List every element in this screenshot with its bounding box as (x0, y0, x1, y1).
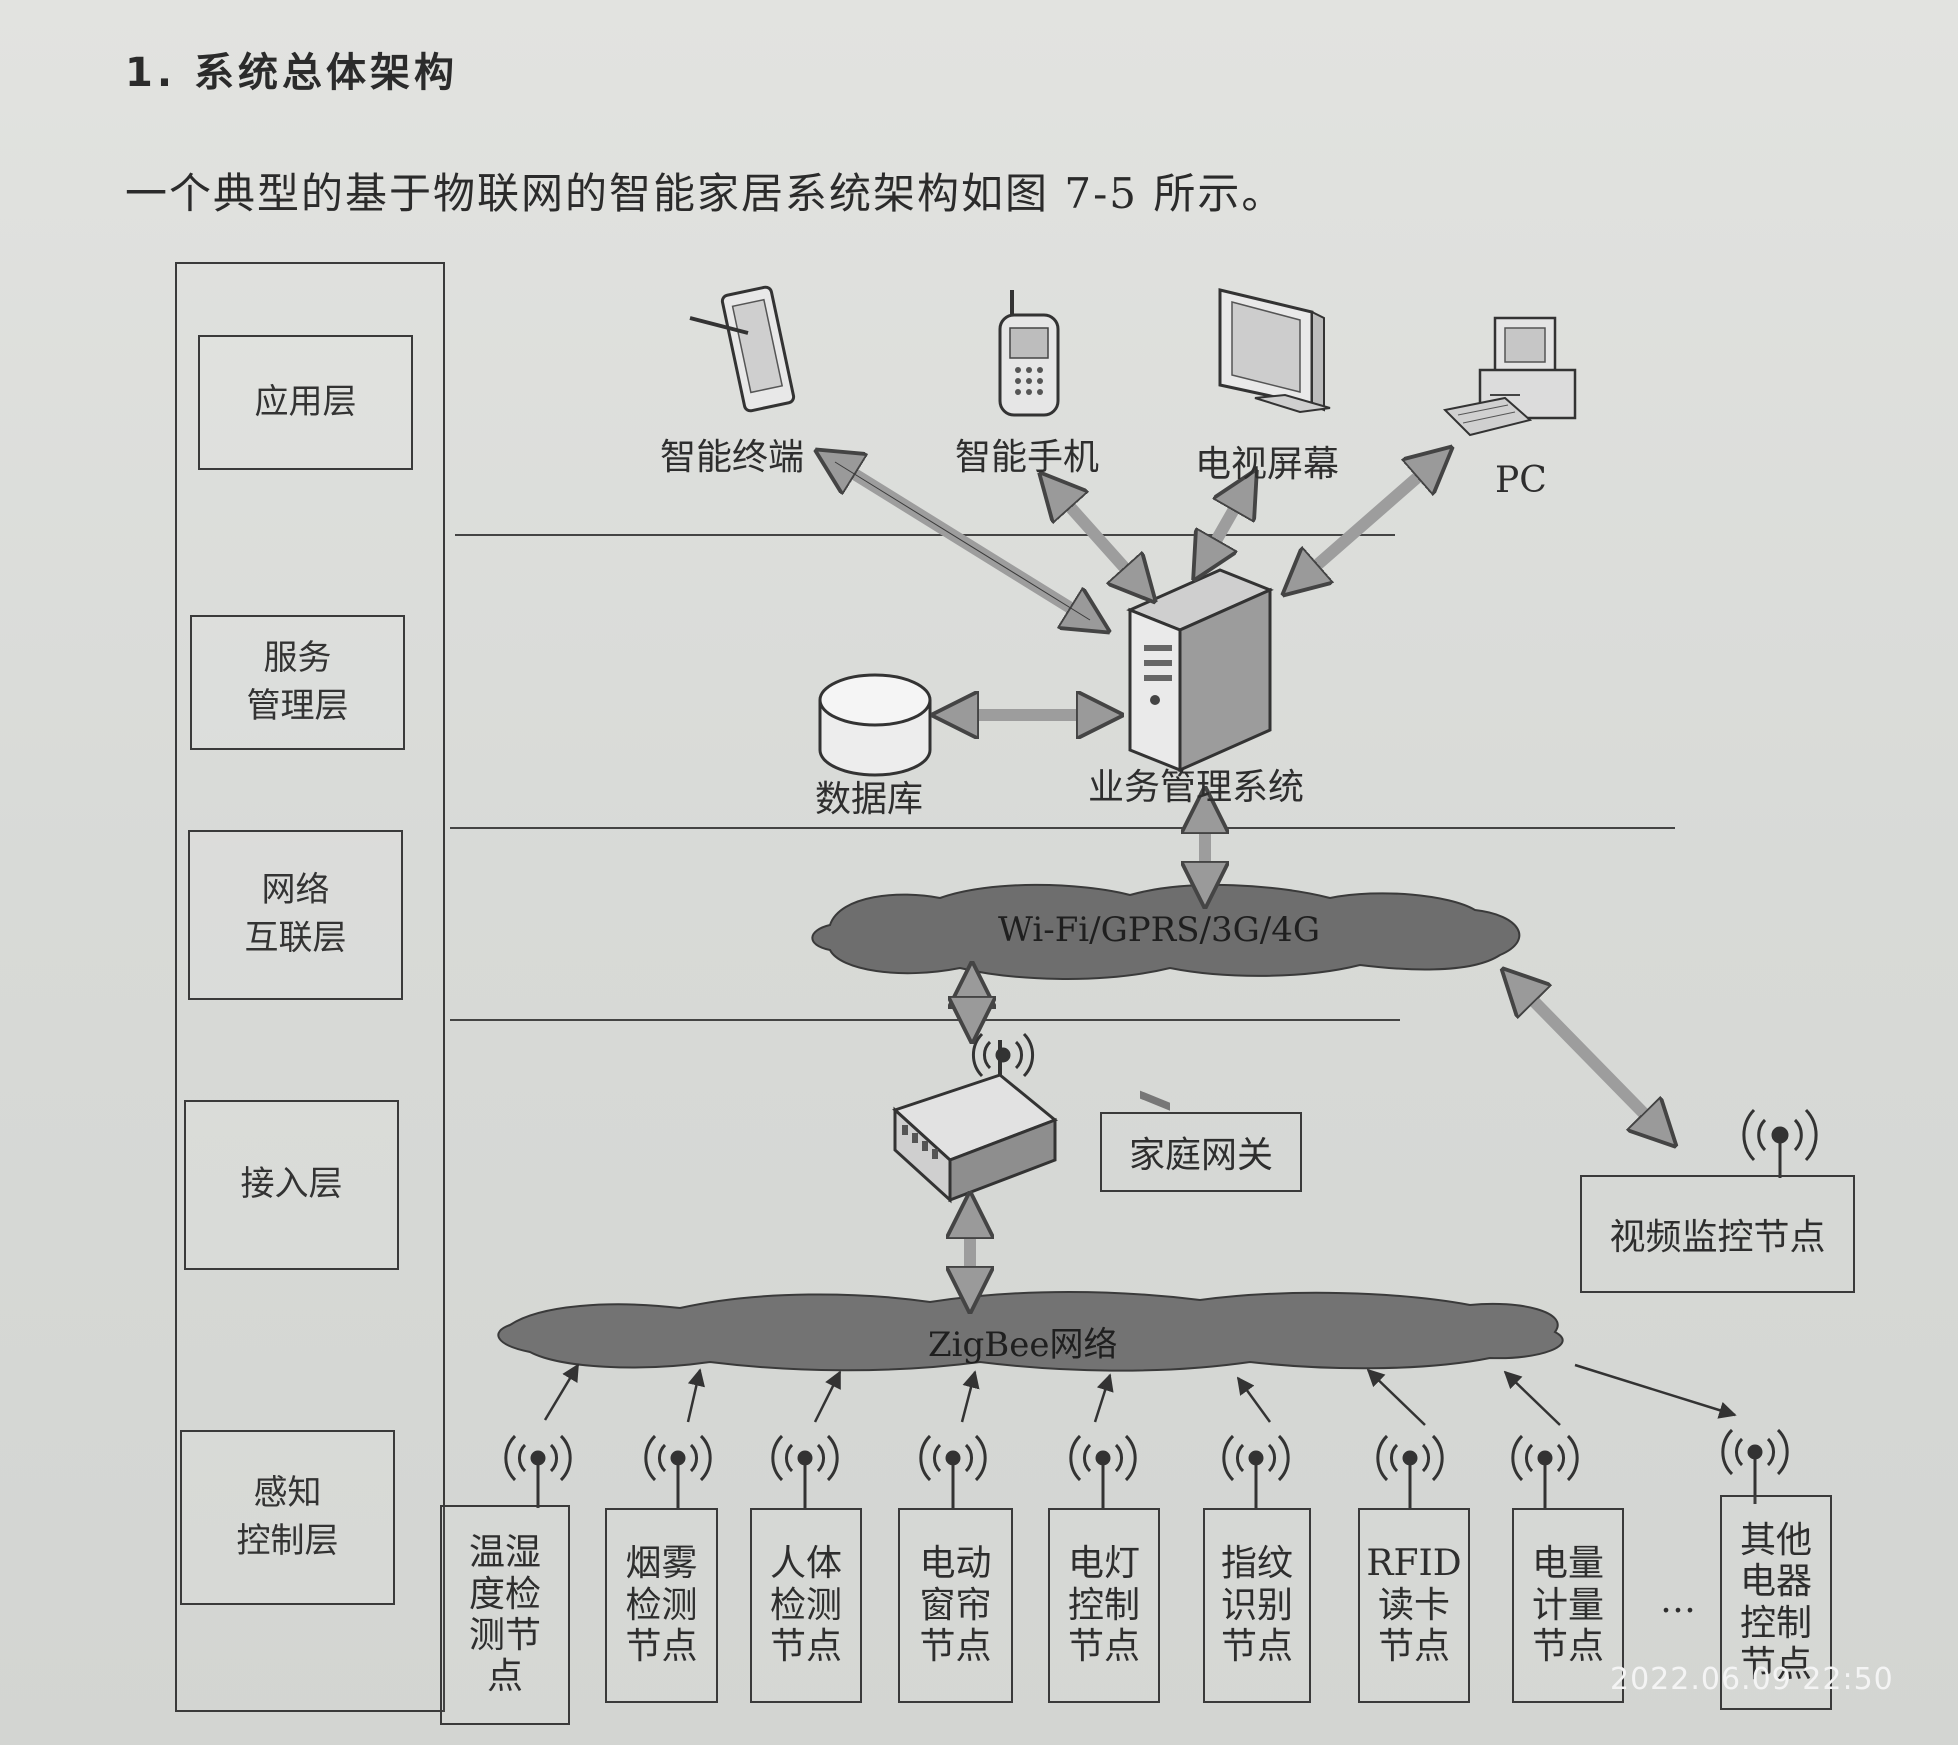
database-label: 数据库 (815, 779, 924, 820)
node-antenna-icon (1069, 1434, 1137, 1508)
layer-sensing-label: 感知 控制层 (236, 1472, 339, 1561)
zigbee-network-label: ZigBee网络 (928, 1325, 1118, 1365)
arrow-phone-server (1055, 490, 1140, 585)
intro-paragraph: 一个典型的基于物联网的智能家居系统架构如图 7-5 所示。 (125, 169, 1286, 218)
home-gateway-label: 家庭网关 (1128, 1135, 1273, 1176)
gateway-antenna-icon (971, 1032, 1035, 1078)
node-label: 其他 电器 控制 节点 (1739, 1519, 1812, 1685)
layer-access: 接入层 (184, 1100, 399, 1270)
section-heading: 1. 系统总体架构 (125, 50, 458, 96)
node-label: 烟雾 检测 节点 (625, 1543, 698, 1668)
node-antenna-icon (771, 1434, 839, 1508)
arrow-node-zigbee (543, 1363, 580, 1421)
layer-sensing-control: 感知 控制层 (180, 1430, 395, 1605)
ellipsis-label: … (1660, 1580, 1696, 1621)
home-gateway-icon (892, 1040, 1058, 1204)
layer-application-label: 应用层 (254, 381, 357, 422)
arrow-tv-server (1205, 490, 1245, 560)
terminal-label: 智能终端 (660, 437, 805, 478)
arrow-node-zigbee (960, 1370, 980, 1423)
node-label: 电动 窗帘 节点 (919, 1543, 992, 1668)
node-label: RFID 读卡 节点 (1366, 1543, 1462, 1668)
pc-icon (1442, 316, 1577, 437)
photo-timestamp: 2022.06.09 22:50 (1610, 1662, 1894, 1697)
business-system-label: 业务管理系统 (1088, 767, 1305, 808)
node-power-metering: 电量 计量 节点 (1512, 1508, 1624, 1703)
node-label: 电灯 控制 节点 (1067, 1543, 1140, 1668)
layer-network-label: 网络 互联层 (244, 870, 347, 958)
layer-column-frame (175, 262, 445, 1712)
database-icon (818, 673, 932, 777)
node-label: 指纹 识别 节点 (1220, 1543, 1293, 1668)
layer-service-label: 服务 管理层 (246, 637, 349, 726)
node-antenna-icon (919, 1434, 987, 1508)
tablet-icon (689, 285, 796, 413)
mobile-phone-icon (998, 290, 1060, 417)
sensor-node-human-detect: 人体 检测 节点 (750, 1508, 862, 1703)
node-rfid-reader: RFID 读卡 节点 (1358, 1508, 1470, 1703)
arrow-pc-server (1300, 462, 1435, 580)
node-fingerprint: 指纹 识别 节点 (1203, 1508, 1311, 1703)
layer-access-label: 接入层 (240, 1164, 343, 1205)
node-label: 温湿 度检 测节 点 (468, 1532, 541, 1698)
tv-label: 电视屏幕 (1195, 444, 1340, 485)
phone-label: 智能手机 (955, 437, 1100, 478)
node-electric-curtain: 电动 窗帘 节点 (898, 1508, 1013, 1703)
home-gateway-box: 家庭网关 (1100, 1112, 1302, 1192)
video-monitor-node-box: 视频监控节点 (1580, 1175, 1855, 1293)
node-other-appliance: 其他 电器 控制 节点 (1720, 1495, 1832, 1710)
video-node-antenna-icon (1742, 1108, 1818, 1178)
arrow-node-zigbee (686, 1368, 705, 1423)
tv-screen-icon (1218, 288, 1331, 414)
node-antenna-icon (1511, 1434, 1579, 1508)
sensor-node-temp-humidity: 温湿 度检 测节 点 (440, 1505, 570, 1725)
arrow-node-zigbee (1503, 1370, 1561, 1426)
node-label: 电量 计量 节点 (1531, 1543, 1604, 1668)
node-antenna-icon (1376, 1434, 1444, 1508)
zigbee-network-cloud (497, 1291, 1564, 1372)
layer-application: 应用层 (198, 335, 413, 470)
server-icon (1126, 568, 1274, 1111)
pc-label: PC (1495, 460, 1547, 501)
arrow-node-zigbee (813, 1370, 842, 1423)
layer-network: 网络 互联层 (188, 830, 403, 1000)
node-antenna-icon (644, 1434, 712, 1508)
node-antennas (504, 1428, 1789, 1508)
node-light-control: 电灯 控制 节点 (1048, 1508, 1160, 1703)
arrow-wifi-video (1518, 985, 1660, 1130)
sensor-node-smoke: 烟雾 检测 节点 (605, 1508, 718, 1703)
arrow-node-zigbee (1366, 1368, 1426, 1426)
node-antenna-icon (504, 1434, 572, 1508)
layer-service-management: 服务 管理层 (190, 615, 405, 750)
arrow-node-zigbee (1093, 1373, 1114, 1423)
arrow-node-zigbee (1236, 1376, 1272, 1423)
node-antenna-icon (1721, 1428, 1789, 1504)
node-antenna-icon (1222, 1434, 1290, 1508)
arrow-zigbee-other (1574, 1363, 1737, 1419)
wifi-network-label: Wi-Fi/GPRS/3G/4G (998, 910, 1321, 950)
node-label: 人体 检测 节点 (769, 1543, 842, 1668)
video-monitor-node-label: 视频监控节点 (1609, 1217, 1826, 1258)
